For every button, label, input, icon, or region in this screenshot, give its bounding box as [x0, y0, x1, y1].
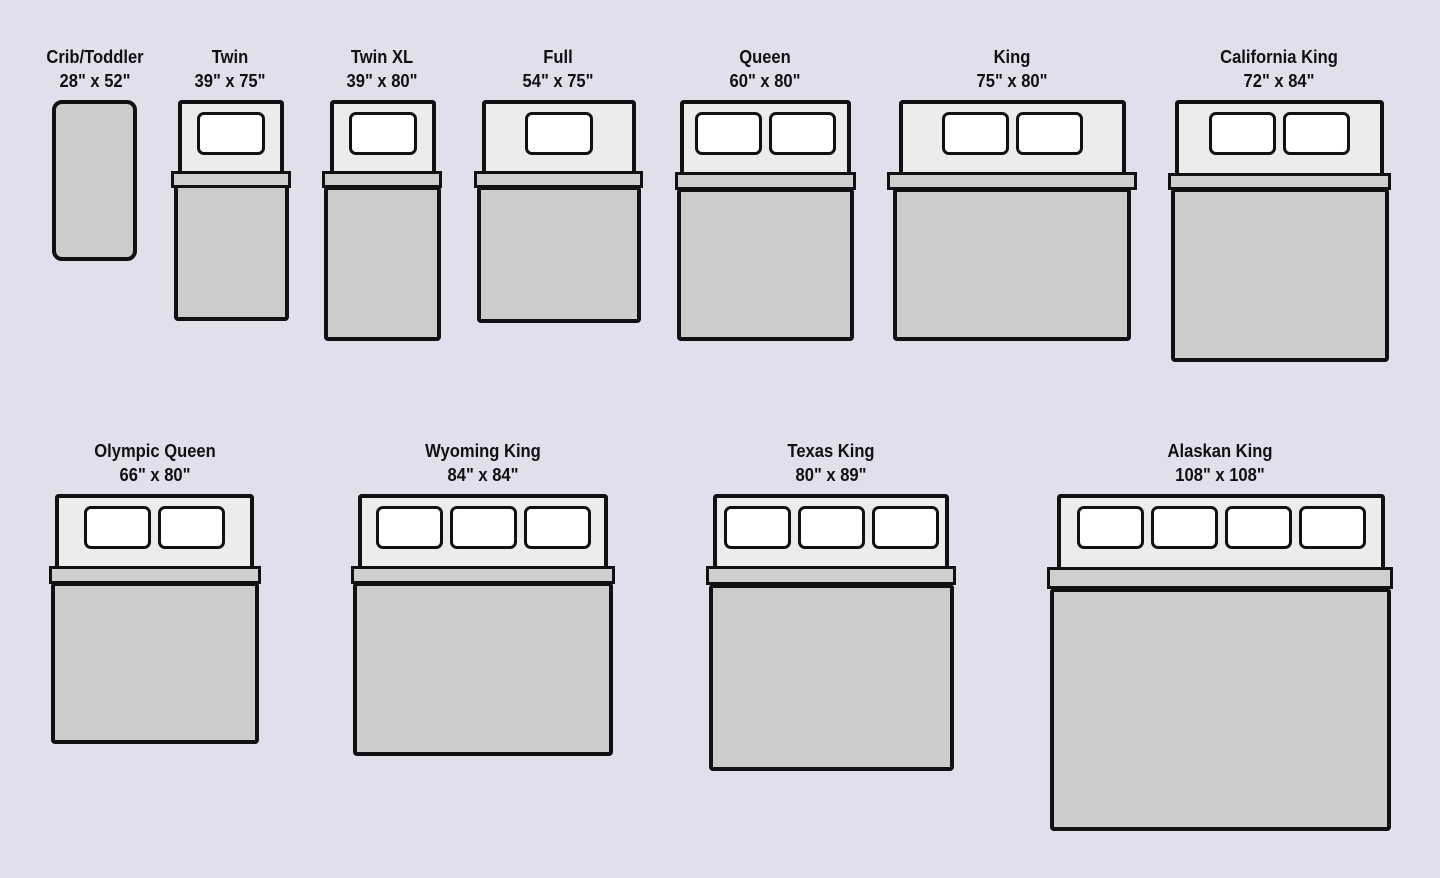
- bed-label: Queen 60" x 80": [627, 45, 903, 93]
- bed-label: Twin 39" x 75": [92, 45, 368, 93]
- bed-frame: [477, 186, 641, 323]
- bed-frame: [1171, 188, 1389, 362]
- bed-name: Queen: [739, 47, 791, 67]
- pillow: [1209, 112, 1276, 155]
- pillow: [197, 112, 265, 155]
- pillow: [769, 112, 836, 155]
- bed-label: Alaskan King 108" x 108": [1082, 439, 1358, 487]
- pillow: [1283, 112, 1350, 155]
- bed-frame: [709, 584, 954, 771]
- bed-label: Texas King 80" x 89": [693, 439, 969, 487]
- bed-dimensions: 39" x 75": [194, 71, 266, 91]
- bed-name: Twin: [211, 47, 249, 67]
- bed-name: Twin XL: [350, 47, 414, 67]
- bed-name: Texas King: [787, 441, 875, 461]
- bed-dimensions: 108" x 108": [1175, 465, 1265, 485]
- pillow: [942, 112, 1009, 155]
- bed-name: Olympic Queen: [94, 441, 216, 461]
- bed-dimensions: 28" x 52": [59, 71, 131, 91]
- pillow: [158, 506, 225, 549]
- pillow: [1150, 506, 1218, 549]
- bed-name: Full: [543, 47, 573, 67]
- pillow: [84, 506, 151, 549]
- sheet-band: [1047, 567, 1393, 589]
- pillow: [1224, 506, 1292, 549]
- bed-dimensions: 60" x 80": [729, 71, 801, 91]
- pillow: [449, 506, 517, 549]
- headboard: [1175, 100, 1384, 174]
- bed-frame: [1050, 588, 1391, 831]
- bed-label: Wyoming King 84" x 84": [345, 439, 621, 487]
- bed-dimensions: 84" x 84": [447, 465, 519, 485]
- sheet-band: [351, 566, 615, 584]
- bed-dimensions: 80" x 89": [795, 465, 867, 485]
- bed-name: California King: [1220, 47, 1338, 67]
- sheet-band: [49, 566, 261, 584]
- sheet-band: [675, 172, 856, 190]
- bed-name: Crib/Toddler: [46, 47, 144, 67]
- pillow: [1298, 506, 1366, 549]
- bed-label: Olympic Queen 66" x 80": [17, 439, 293, 487]
- crib-mattress: [52, 100, 137, 261]
- pillow: [1076, 506, 1144, 549]
- bed-name: King: [993, 47, 1031, 67]
- sheet-band: [322, 171, 442, 188]
- pillow: [723, 506, 791, 549]
- bed-frame: [893, 188, 1131, 341]
- pillow: [871, 506, 939, 549]
- bed-label: Full 54" x 75": [420, 45, 696, 93]
- sheet-band: [1168, 173, 1391, 190]
- bed-frame: [51, 582, 259, 744]
- pillow: [523, 506, 591, 549]
- pillow: [349, 112, 417, 155]
- bed-label: Crib/Toddler 28" x 52": [0, 45, 233, 93]
- bed-name: Wyoming King: [425, 441, 541, 461]
- headboard: [899, 100, 1126, 174]
- pillow: [525, 112, 593, 155]
- sheet-band: [474, 171, 643, 188]
- sheet-band: [171, 171, 291, 188]
- bed-label: King 75" x 80": [874, 45, 1150, 93]
- bed-dimensions: 66" x 80": [119, 465, 191, 485]
- bed-label: Twin XL 39" x 80": [244, 45, 520, 93]
- bed-frame: [174, 173, 289, 321]
- bed-name: Alaskan King: [1167, 441, 1273, 461]
- pillow: [1016, 112, 1083, 155]
- bed-dimensions: 72" x 84": [1243, 71, 1315, 91]
- bed-frame: [677, 188, 854, 341]
- bed-label: California King 72" x 84": [1141, 45, 1417, 93]
- bed-dimensions: 75" x 80": [976, 71, 1048, 91]
- bed-dimensions: 39" x 80": [346, 71, 418, 91]
- bed-frame: [324, 186, 441, 341]
- pillow: [797, 506, 865, 549]
- bed-frame: [353, 582, 613, 756]
- sheet-band: [887, 172, 1137, 190]
- pillow: [375, 506, 443, 549]
- sheet-band: [706, 566, 956, 585]
- pillow: [695, 112, 762, 155]
- bed-dimensions: 54" x 75": [522, 71, 594, 91]
